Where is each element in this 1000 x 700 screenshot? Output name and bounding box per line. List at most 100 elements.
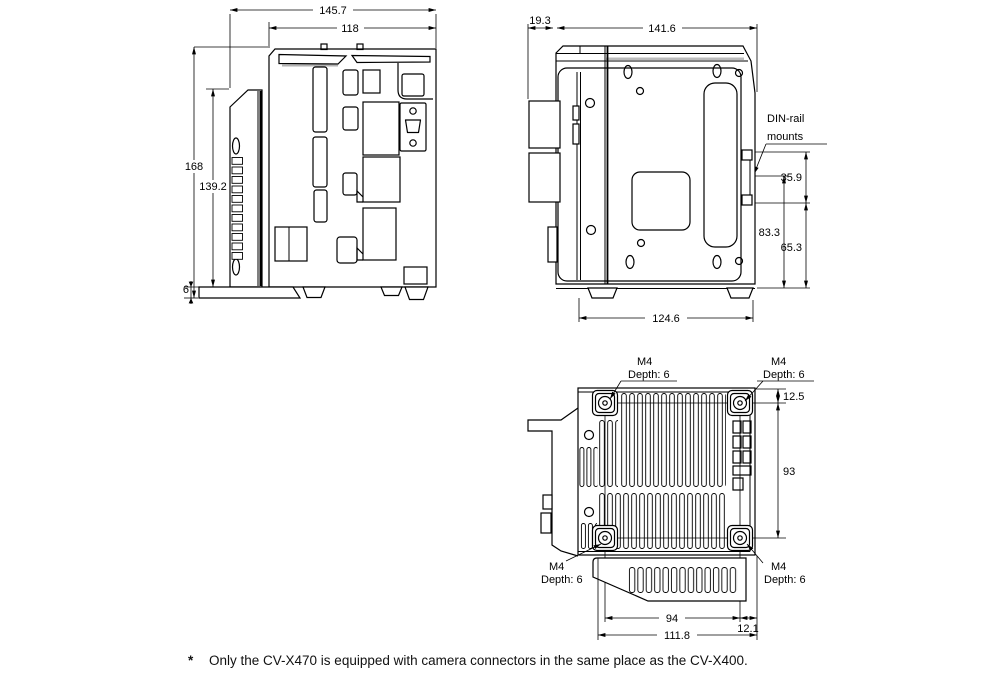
heatsink-fins	[598, 420, 618, 487]
heatsink-fins	[598, 493, 727, 549]
dim-front-body-width: 118	[341, 23, 359, 35]
m4-boss-top-left	[591, 389, 619, 417]
dsub-connector	[399, 102, 427, 152]
dim-side-din-span-a: 83.3	[759, 227, 780, 239]
left-tab	[540, 512, 552, 534]
left-profile	[527, 407, 579, 557]
foot	[726, 287, 754, 299]
din-rail-leader	[753, 143, 767, 175]
camera-connector	[362, 207, 397, 261]
slot-opening	[312, 136, 328, 188]
dim-side-body-depth: 141.6	[648, 23, 676, 35]
left-tab	[542, 494, 553, 510]
bottom-right-opening	[403, 266, 428, 285]
hole	[584, 97, 596, 109]
bottom-view: 12.5 93 94 12.1 111.8 M4 Depth: 6 M4 Dep…	[527, 356, 814, 642]
m4-label: M4	[549, 561, 564, 573]
front-left-panel	[229, 89, 263, 288]
base-plate	[198, 286, 302, 299]
hole	[585, 224, 597, 236]
dim-front-overall-width: 145.7	[319, 5, 347, 17]
din-channel-window	[703, 82, 738, 248]
label-din-rail-line1: DIN-rail	[767, 113, 804, 125]
dim-side-din-span-b: 65.3	[781, 242, 802, 254]
m4-callout-bottom-left: M4 Depth: 6	[541, 543, 602, 586]
dim-front-panel-height: 139.2	[199, 181, 227, 193]
footnote-text: Only the CV-X470 is equipped with camera…	[209, 653, 748, 668]
dim-front-base-height: 6	[183, 284, 189, 296]
mount-slot	[712, 254, 722, 270]
m4-callout-top-left: M4 Depth: 6	[609, 356, 677, 400]
hole	[635, 86, 645, 96]
foot	[404, 286, 429, 301]
side-tab	[547, 226, 558, 263]
mount-slot	[712, 63, 722, 79]
mount-slot	[625, 254, 635, 270]
m4-boss-bottom-right	[726, 524, 754, 552]
dim-bottom-screw-horizontal-span: 94	[666, 613, 678, 625]
foot	[302, 286, 326, 299]
panel-hole-top	[231, 137, 241, 155]
connector-cluster	[732, 420, 752, 491]
footnote: * Only the CV-X470 is equipped with camer…	[188, 653, 748, 668]
connector-opening	[342, 69, 359, 96]
mount-slot	[623, 64, 633, 80]
m4-depth-label: Depth: 6	[541, 574, 583, 586]
m4-depth-label: Depth: 6	[628, 369, 670, 381]
foot	[587, 287, 618, 299]
top-tab	[356, 43, 364, 51]
side-connector-block	[528, 100, 561, 149]
footnote-marker: *	[188, 653, 194, 668]
heatsink-fins	[620, 393, 726, 487]
dim-front-overall-height: 168	[185, 161, 203, 173]
m4-depth-label: Depth: 6	[763, 369, 805, 381]
side-body	[528, 45, 756, 299]
top-tab	[320, 43, 328, 51]
m4-callout-top-right: M4 Depth: 6	[744, 356, 814, 402]
m4-callout-bottom-right: M4 Depth: 6	[746, 543, 806, 586]
connector-opening	[401, 73, 425, 97]
m4-depth-label: Depth: 6	[764, 574, 806, 586]
vent-slat	[350, 54, 431, 64]
connector-opening	[362, 69, 381, 94]
camera-connector	[362, 156, 401, 203]
hole	[734, 256, 744, 266]
connector-opening	[342, 106, 359, 131]
hole	[734, 68, 744, 78]
camera-connector	[362, 101, 400, 156]
dim-bottom-screw-vertical-span: 93	[783, 466, 795, 478]
m4-label: M4	[637, 356, 652, 368]
power-connector	[274, 226, 308, 262]
terminal-strip	[231, 157, 243, 261]
dim-side-din-offset: 35.9	[781, 172, 802, 184]
m4-label: M4	[771, 561, 786, 573]
dim-bottom-screw-right-offset: 12.1	[737, 623, 758, 635]
m4-boss-bottom-left	[591, 524, 619, 552]
dim-bottom-screw-top-offset: 12.5	[783, 391, 804, 403]
foot	[380, 286, 403, 297]
bottom-body	[527, 387, 786, 622]
hole	[636, 238, 646, 248]
label-din-rail-line2: mounts	[767, 131, 804, 143]
slot-opening	[312, 66, 328, 133]
hole	[583, 506, 595, 518]
side-view: 19.3 141.6 83.3 35.9 65.3 124.6 DIN-rail…	[527, 15, 827, 325]
connector-opening	[342, 172, 358, 196]
hole	[583, 429, 595, 441]
lower-panel-vents	[628, 567, 738, 593]
heatsink-fins	[578, 447, 598, 487]
m4-boss-top-right	[726, 389, 754, 417]
front-view: 145.7 118 168 139.2 6	[180, 4, 437, 304]
m4-label: M4	[771, 356, 786, 368]
din-rail-clip	[741, 194, 753, 206]
side-connector-block	[528, 152, 561, 203]
din-rail-clip	[741, 149, 753, 161]
dim-bottom-overall-depth: 111.8	[664, 630, 690, 642]
dim-side-base-depth: 124.6	[652, 313, 680, 325]
slot-opening	[313, 189, 328, 223]
vent-slat	[278, 53, 348, 65]
dim-side-front-depth: 19.3	[529, 15, 550, 27]
center-cutout	[631, 171, 691, 231]
